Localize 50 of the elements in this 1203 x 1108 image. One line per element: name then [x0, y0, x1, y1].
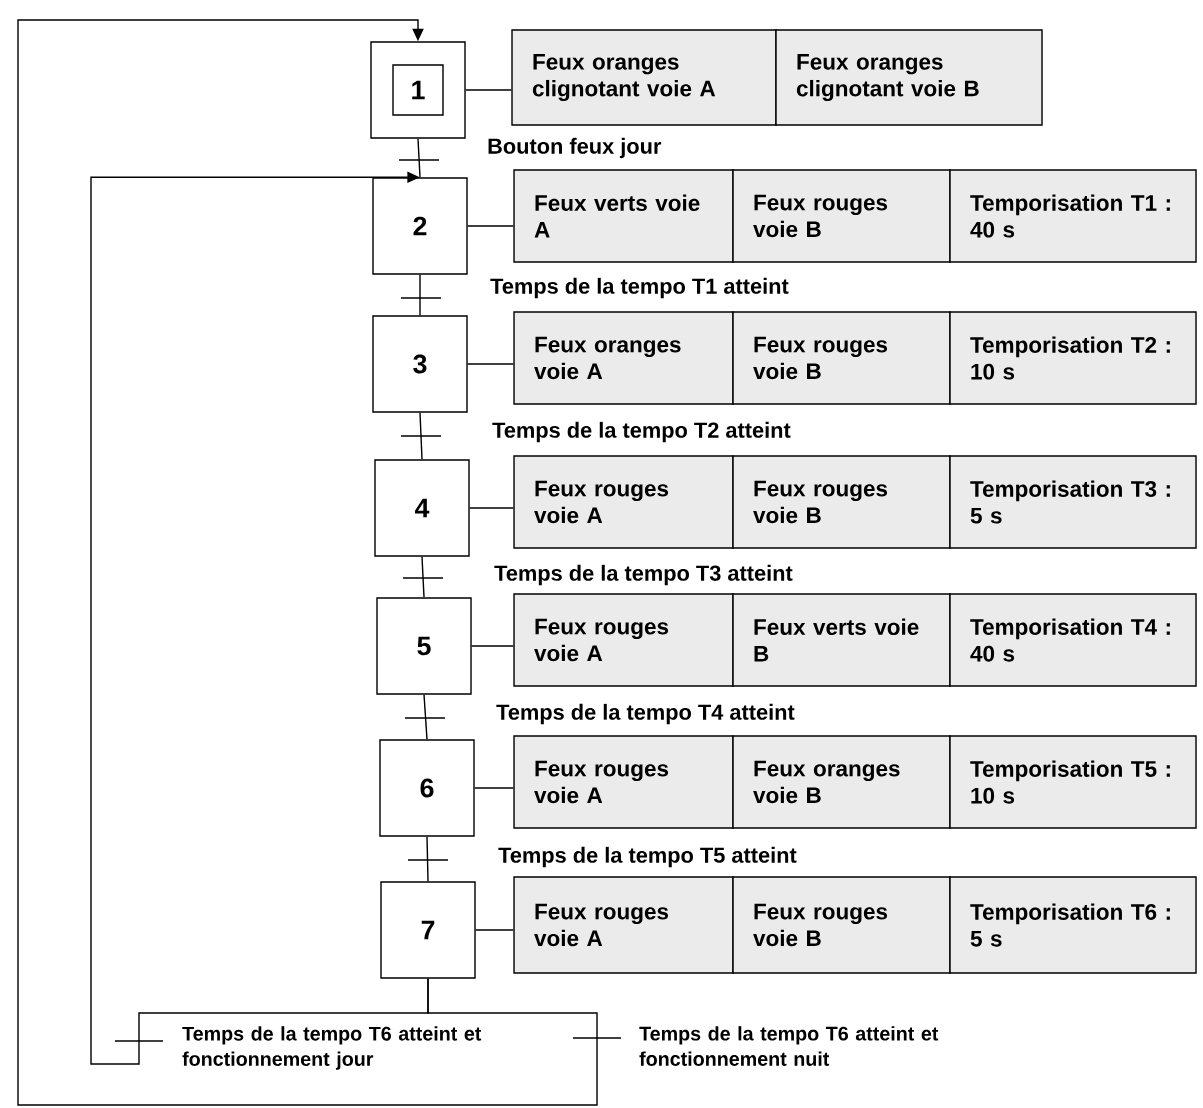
action-cell: Feux oranges voie B	[732, 735, 951, 829]
action-cell: Feux rouges voie B	[732, 455, 951, 549]
action-cell: Feux rouges voie A	[513, 455, 734, 549]
action-cell: Feux oranges voie A	[513, 311, 734, 405]
action-cell: Temporisation T5 : 10 s	[949, 735, 1197, 829]
transition-label: Temps de la tempo T2 atteint	[492, 421, 791, 443]
action-cell: Temporisation T3 : 5 s	[949, 455, 1197, 549]
step-box: 5	[376, 597, 472, 695]
link-line	[419, 412, 423, 460]
action-cell: Feux rouges voie A	[513, 876, 734, 974]
action-cell: Feux rouges voie B	[732, 876, 951, 974]
action-cell: Temporisation T1 : 40 s	[949, 169, 1197, 263]
connector-line	[471, 645, 515, 647]
link-line	[419, 274, 421, 316]
transition-label: Bouton feux jour	[488, 137, 662, 159]
action-cell: Feux oranges clignotant voie B	[775, 29, 1043, 126]
connector-line	[465, 89, 512, 91]
transition-label: Temps de la tempo T5 atteint	[498, 846, 797, 868]
action-cell: Feux rouges voie A	[513, 593, 734, 687]
loop-arrow	[90, 171, 429, 1065]
action-cell: Feux rouges voie B	[732, 311, 951, 405]
action-cell: Feux verts voie A	[513, 169, 734, 263]
link-line	[417, 138, 421, 178]
loop-arrow	[17, 19, 598, 1106]
link-line	[426, 836, 429, 882]
connector-line	[467, 363, 515, 365]
action-cell: Feux rouges voie B	[732, 169, 951, 263]
action-cell: Temporisation T6 : 5 s	[949, 876, 1197, 974]
link-line	[423, 694, 428, 740]
step-box: 4	[374, 459, 470, 557]
transition-label: Temps de la tempo T3 atteint	[494, 564, 793, 586]
action-cell: Feux rouges voie A	[513, 735, 734, 829]
transition-label: Temps de la tempo T1 atteint	[490, 277, 789, 299]
action-cell: Feux verts voie B	[732, 593, 951, 687]
connector-line	[467, 225, 515, 227]
action-cell: Temporisation T2 : 10 s	[949, 311, 1197, 405]
initial-step-box: 1	[370, 41, 466, 139]
step-box: 3	[372, 315, 468, 413]
link-line	[421, 556, 425, 598]
connector-line	[469, 507, 515, 509]
action-cell: Temporisation T4 : 40 s	[949, 593, 1197, 687]
step-box: 7	[380, 881, 476, 979]
transition-label: Temps de la tempo T6 atteint et fonctionnement jour	[182, 1026, 482, 1070]
connector-line	[474, 787, 515, 789]
connector-line	[475, 929, 515, 931]
transition-label: Temps de la tempo T6 atteint et fonctionnement nuit	[639, 1026, 939, 1066]
step-box: 2	[372, 177, 468, 275]
action-cell: Feux oranges clignotant voie A	[511, 29, 777, 126]
step-box: 6	[379, 739, 475, 837]
transition-label: Temps de la tempo T4 atteint	[496, 703, 795, 725]
